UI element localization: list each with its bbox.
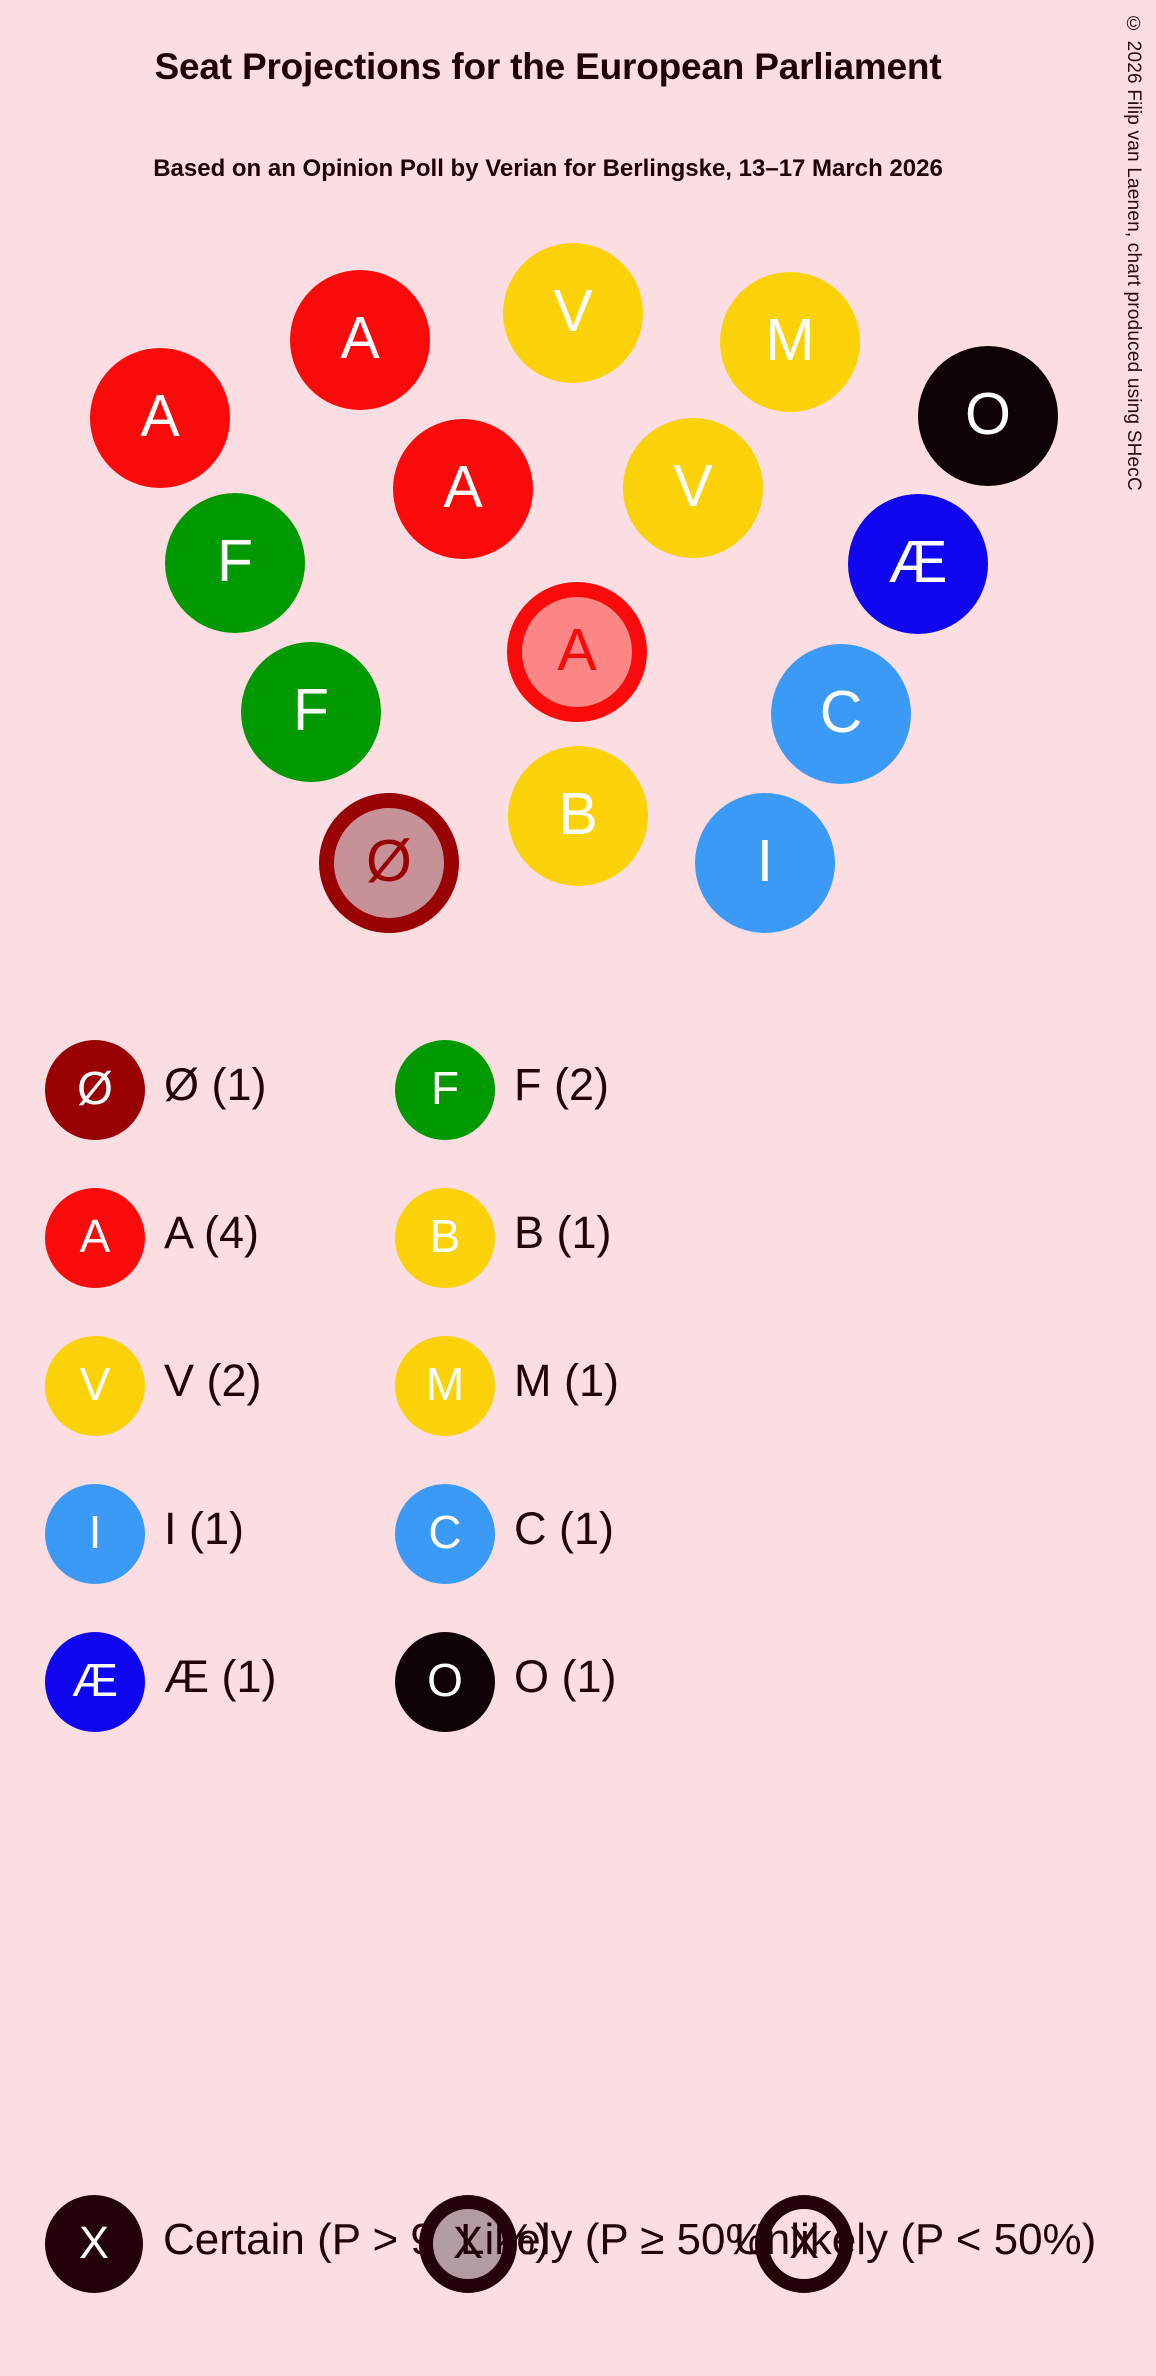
- legend-swatch-symbol: O: [427, 1654, 463, 1706]
- legend-swatch-symbol: Ø: [77, 1062, 113, 1114]
- seat-circle-ø: Ø: [319, 793, 459, 933]
- legend-swatch-symbol: C: [428, 1506, 462, 1558]
- legend-swatch-symbol: A: [79, 1210, 111, 1262]
- seat-circle-o: O: [918, 346, 1058, 486]
- seat-symbol: O: [965, 380, 1011, 447]
- legend-entry-ø: Ø Ø (1): [0, 1040, 520, 1190]
- legend-entry-o: O O (1): [350, 1632, 870, 1782]
- legend-swatch-m: M: [395, 1336, 495, 1436]
- legend-label-b: B (1): [514, 1207, 612, 1258]
- legend-entry-æ: Æ Æ (1): [0, 1632, 520, 1782]
- seat-circle-a: A: [90, 348, 230, 488]
- seat-circle-f: F: [165, 493, 305, 633]
- legend-swatch-a: A: [45, 1188, 145, 1288]
- legend-swatch-symbol: B: [429, 1210, 461, 1262]
- legend-swatch-symbol: F: [430, 1062, 460, 1114]
- seat-symbol: C: [819, 678, 863, 745]
- page-title: Seat Projections for the European Parlia…: [154, 46, 942, 87]
- legend-entry-m: M M (1): [350, 1336, 870, 1486]
- seat-circle-a: A: [507, 582, 647, 722]
- seat-symbol: V: [553, 277, 593, 344]
- legend-entry-v: V V (2): [0, 1336, 520, 1486]
- legend-label-o: O (1): [514, 1651, 617, 1702]
- legend-swatch-symbol: V: [79, 1358, 111, 1410]
- legend-swatch-b: B: [395, 1188, 495, 1288]
- legend-swatch-symbol: I: [88, 1506, 102, 1558]
- legend-label-f: F (2): [514, 1059, 609, 1110]
- legend-swatch-c: C: [395, 1484, 495, 1584]
- seat-symbol: A: [340, 304, 380, 371]
- seat-symbol: Ø: [366, 827, 412, 894]
- seat-circle-i: I: [695, 793, 835, 933]
- legend-entry-a: A A (4): [0, 1188, 520, 1338]
- seat-symbol: A: [140, 382, 180, 449]
- probability-label-unlikely: Unlikely (P < 50%): [734, 2215, 1097, 2264]
- seat-circle-a: A: [290, 270, 430, 410]
- seat-symbol: V: [673, 452, 713, 519]
- legend-label-v: V (2): [164, 1355, 262, 1406]
- seat-circle-f: F: [241, 642, 381, 782]
- seat-circle-c: C: [771, 644, 911, 784]
- seat-symbol: A: [443, 453, 483, 520]
- seat-circle-æ: Æ: [848, 494, 988, 634]
- legend-label-c: C (1): [514, 1503, 614, 1554]
- legend-swatch-ø: Ø: [45, 1040, 145, 1140]
- copyright-notice: © 2026 Filip van Laenen, chart produced …: [1123, 14, 1144, 491]
- probability-swatch-symbol: X: [452, 2216, 483, 2268]
- seat-diagram: A A V M O A V F Æ A C F B I Ø: [0, 220, 1096, 940]
- seat-circle-b: B: [508, 746, 648, 886]
- probability-swatch-certain: X: [45, 2195, 143, 2293]
- legend-label-æ: Æ (1): [164, 1651, 277, 1702]
- legend-entry-c: C C (1): [350, 1484, 870, 1634]
- legend-swatch-v: V: [45, 1336, 145, 1436]
- seat-symbol: B: [558, 780, 598, 847]
- probability-label-likely: Likely (P ≥ 50%): [460, 2215, 780, 2264]
- legend-swatch-i: I: [45, 1484, 145, 1584]
- seat-symbol: M: [765, 306, 815, 373]
- legend-swatch-o: O: [395, 1632, 495, 1732]
- legend-swatch-æ: Æ: [45, 1632, 145, 1732]
- legend-label-ø: Ø (1): [164, 1059, 267, 1110]
- legend-entry-b: B B (1): [350, 1188, 870, 1338]
- seat-circle-v: V: [623, 418, 763, 558]
- legend-entry-i: I I (1): [0, 1484, 520, 1634]
- seat-circle-m: M: [720, 272, 860, 412]
- seat-symbol: Æ: [888, 528, 948, 595]
- legend-label-a: A (4): [164, 1207, 260, 1258]
- legend-label-i: I (1): [164, 1503, 245, 1554]
- chart-subtitle: Based on an Opinion Poll by Verian for B…: [153, 155, 943, 182]
- seat-symbol: F: [216, 527, 254, 594]
- legend-entry-f: F F (2): [350, 1040, 870, 1190]
- seat-circle-a: A: [393, 419, 533, 559]
- legend-label-m: M (1): [514, 1355, 619, 1406]
- probability-swatch-symbol: X: [78, 2216, 109, 2268]
- seat-circle-v: V: [503, 243, 643, 383]
- probability-swatch-unlikely: X: [755, 2195, 853, 2293]
- seat-symbol: A: [557, 616, 597, 683]
- seat-symbol: F: [292, 676, 330, 743]
- legend-swatch-f: F: [395, 1040, 495, 1140]
- seat-symbol: I: [756, 827, 774, 894]
- legend-swatch-symbol: Æ: [72, 1654, 118, 1706]
- party-legend: Ø Ø (1) F F (2) A A (4) B B (1) V V (2) M M (1) I I (…: [0, 1040, 1156, 2220]
- probability-swatch-symbol: X: [788, 2216, 819, 2268]
- legend-swatch-symbol: M: [425, 1358, 465, 1410]
